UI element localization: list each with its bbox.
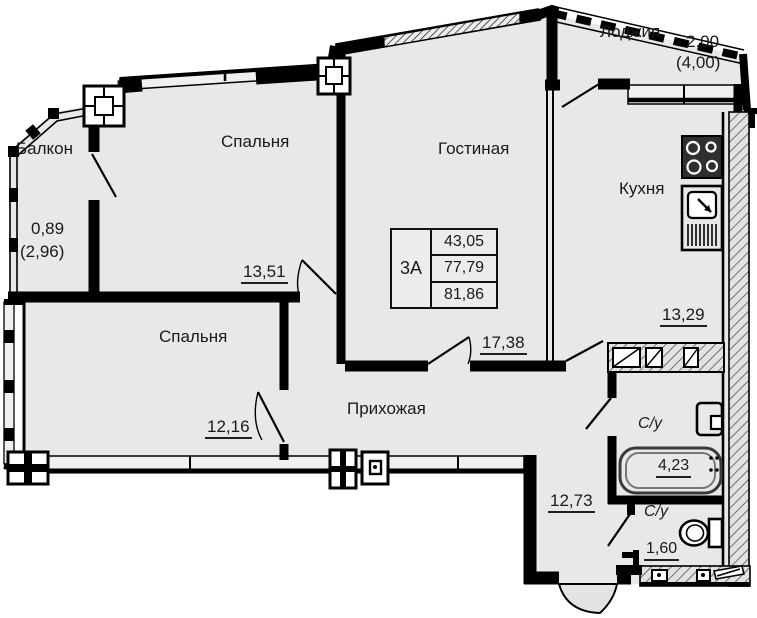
bathtub-icon xyxy=(618,446,723,495)
area-bathroom: 4,23 xyxy=(656,457,692,478)
area-balcony-total: (2,96) xyxy=(20,242,65,261)
room-label-bedroom2: Спальня xyxy=(159,327,228,346)
apartment-info-table: 3А 43,05 77,79 81,86 xyxy=(390,228,498,309)
area-hall: 12,73 xyxy=(548,492,595,513)
fixtures xyxy=(618,135,724,549)
area-living: 17,38 xyxy=(480,334,527,355)
area-wc: 1,60 xyxy=(644,540,680,561)
room-label-bedroom1: Спальня xyxy=(221,132,290,151)
area-value: 77,79 xyxy=(432,256,496,283)
room-label-bathroom: С/у xyxy=(638,415,662,432)
living-area-value: 43,05 xyxy=(432,230,496,257)
area-loggia-total: (4,00) xyxy=(676,53,721,72)
corner-sink-icon xyxy=(695,401,724,437)
room-label-kitchen: Кухня xyxy=(619,179,665,198)
sink-icon xyxy=(680,184,724,252)
area-kitchen: 13,29 xyxy=(660,306,707,327)
room-label-balcony: Балкон xyxy=(16,139,74,158)
area-bedroom2: 12,16 xyxy=(205,418,252,439)
area-balcony: 0,89 xyxy=(31,219,65,238)
room-label-loggia: Лоджия xyxy=(600,22,661,41)
room-label-living: Гостиная xyxy=(438,139,510,158)
toilet-icon xyxy=(678,517,724,549)
pilasters xyxy=(6,56,390,490)
entrance-door-swing xyxy=(557,583,619,615)
stove-icon xyxy=(681,135,723,179)
walls xyxy=(8,4,757,587)
doors xyxy=(91,83,631,547)
area-loggia: 2,00 xyxy=(686,32,720,51)
unit-type: 3А xyxy=(392,230,432,307)
area-bedroom1: 13,51 xyxy=(241,263,288,284)
room-fills xyxy=(10,12,748,615)
total-area-value: 81,86 xyxy=(443,285,485,303)
room-label-wc: С/у xyxy=(644,503,668,520)
room-label-hall: Прихожая xyxy=(347,399,426,418)
